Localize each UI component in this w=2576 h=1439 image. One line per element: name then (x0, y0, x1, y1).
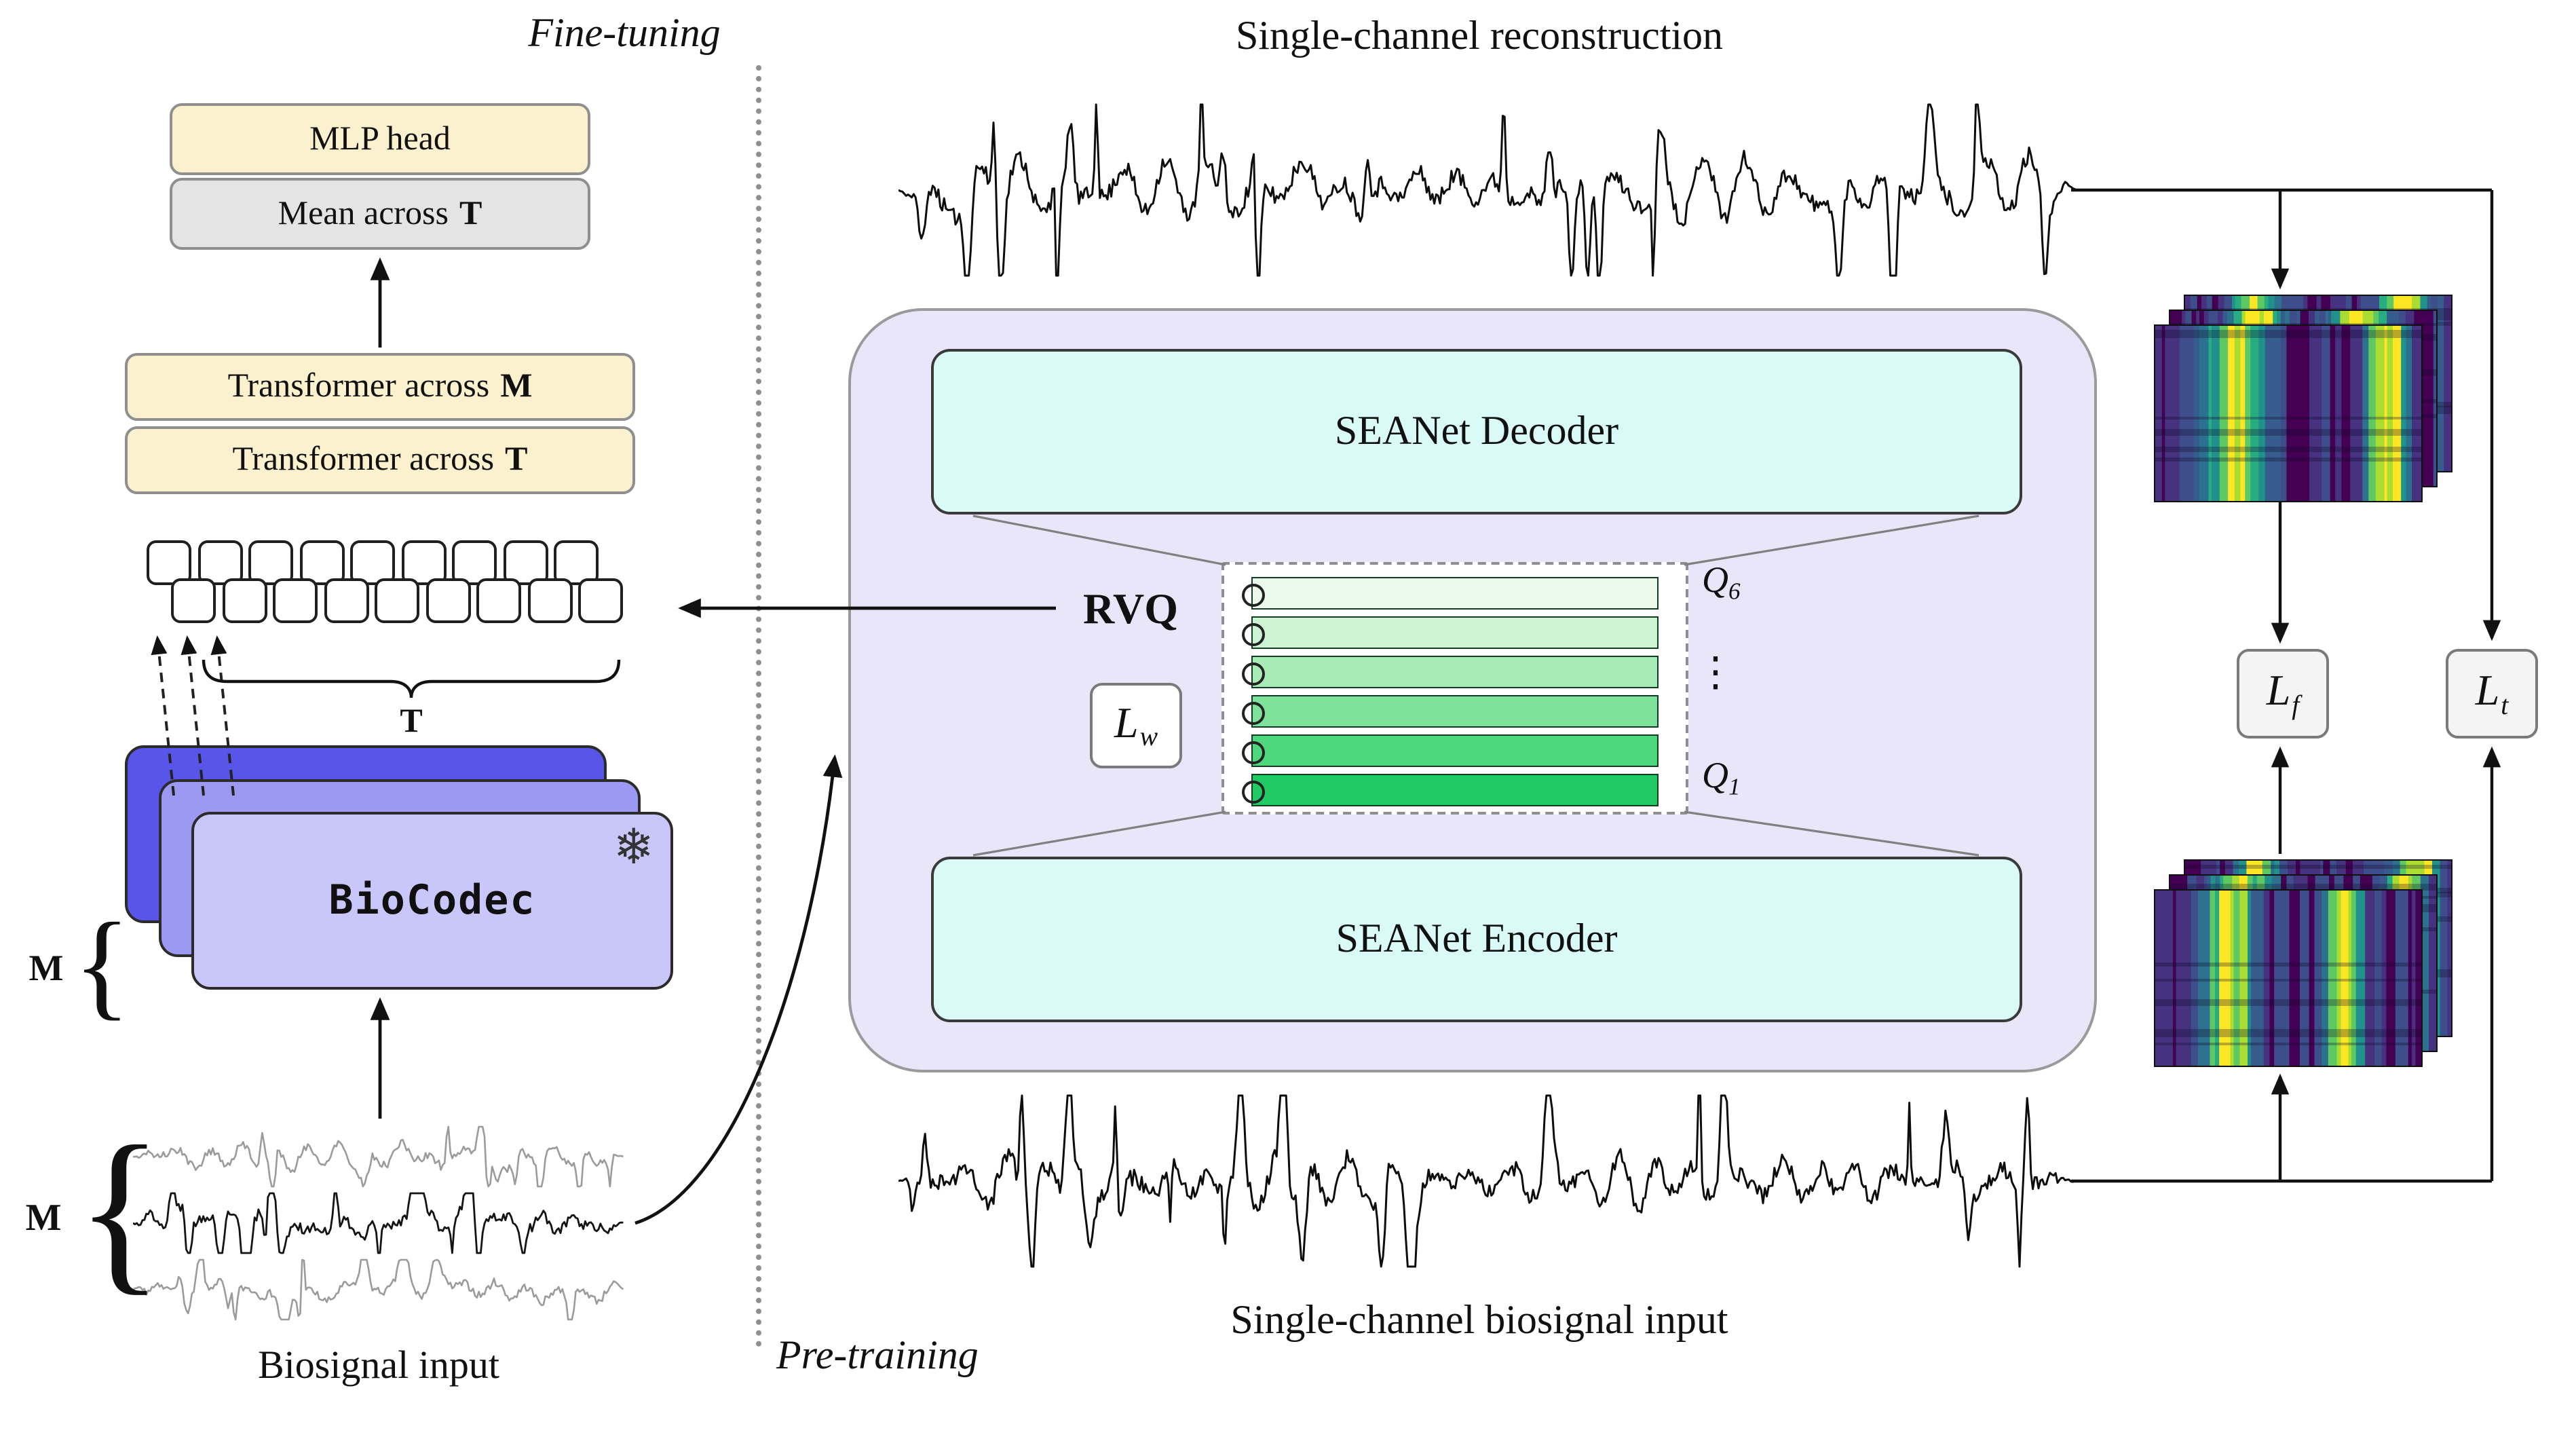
rvq-quantizer-level (1242, 774, 1659, 806)
token-grid (130, 540, 673, 669)
q1-base: Q (1702, 755, 1728, 796)
pretrain-section-label: Pre-training (776, 1333, 979, 1378)
token-square (425, 578, 470, 623)
token-square (578, 578, 623, 623)
transformer-m-bold: M (500, 368, 533, 405)
token-square (476, 578, 521, 623)
rvq-quantizer-level (1242, 734, 1659, 767)
seanet-encoder-box: SEANet Encoder (931, 857, 2022, 1022)
q1-sub: 1 (1728, 772, 1741, 800)
token-square (248, 540, 293, 585)
token-square (197, 540, 242, 585)
reconstruction-waveform (898, 103, 2077, 277)
token-square (273, 578, 318, 623)
codebook-loop-icon (1242, 702, 1265, 725)
mlp-head-box: MLP head (170, 103, 590, 175)
codebook-loop-icon (1242, 584, 1265, 607)
token-square (350, 540, 395, 585)
transformer-across-m-box: Transformer across M (125, 353, 635, 421)
rvq-q1-label: Q1 (1702, 755, 1741, 802)
section-divider (756, 65, 761, 1348)
spectrogram-layer (2154, 324, 2423, 502)
snowflake-icon: ❄ (613, 820, 654, 876)
token-square (324, 578, 368, 623)
token-square (299, 540, 344, 585)
token-square (147, 540, 191, 585)
token-square (222, 578, 267, 623)
rvq-dots: ⋮ (1695, 650, 1736, 695)
m-stack-brace: { (73, 900, 131, 1032)
transformer-m-label: Transformer across (227, 368, 490, 405)
codebook-loop-icon (1242, 623, 1265, 646)
m-wave-brace: { (76, 1109, 164, 1310)
token-square (171, 578, 216, 623)
codebook-loop-icon (1242, 781, 1265, 804)
input-waveform (898, 1094, 2077, 1268)
codebook-loop-icon (1242, 662, 1265, 686)
transformer-across-t-box: Transformer across T (125, 426, 635, 494)
rvq-quantizer-level (1242, 616, 1659, 649)
finetune-section-label: Fine-tuning (528, 11, 721, 56)
transformer-t-bold: T (505, 441, 528, 478)
input-title: Single-channel biosignal input (1230, 1298, 1728, 1343)
spectrogram-layer (2154, 889, 2423, 1067)
spectrogram-stack-top (2154, 295, 2455, 504)
mean-pool-box: Mean across T (170, 178, 590, 250)
transformer-t-label: Transformer across (232, 441, 495, 478)
mean-pool-bold: T (459, 195, 482, 231)
rvq-codebook-bars (1242, 577, 1659, 810)
token-square (401, 540, 446, 585)
biocodec-layer-front: BioCodec ❄ (191, 812, 673, 990)
rvq-quantizer-level (1242, 577, 1659, 610)
token-square (554, 540, 599, 585)
token-square (527, 578, 572, 623)
codebook-loop-icon (1242, 741, 1265, 764)
q6-sub: 6 (1728, 577, 1741, 605)
reconstruction-title: Single-channel reconstruction (1235, 14, 1724, 58)
seanet-decoder-label: SEANet Decoder (1334, 409, 1619, 453)
biocodec-label: BioCodec (328, 877, 536, 924)
multichannel-biosignal-waveform (133, 1125, 624, 1321)
seanet-decoder-box: SEANet Decoder (931, 349, 2022, 515)
q6-base: Q (1702, 559, 1728, 600)
token-square (452, 540, 497, 585)
rvq-quantizer-level (1242, 695, 1659, 728)
mean-pool-label: Mean across (278, 195, 449, 231)
spectrogram-stack-bottom (2154, 859, 2455, 1068)
m-wave-label: M (25, 1197, 62, 1239)
t-brace-label: T (400, 703, 423, 740)
rvq-quantizer-level (1242, 656, 1659, 688)
token-square (503, 540, 548, 585)
token-square (375, 578, 419, 623)
seanet-encoder-label: SEANet Encoder (1336, 916, 1618, 961)
mlp-head-label: MLP head (309, 120, 451, 157)
rvq-q6-label: Q6 (1702, 559, 1741, 606)
biosignal-input-label: Biosignal input (257, 1344, 500, 1387)
m-stack-label: M (29, 948, 64, 988)
rvq-label: RVQ (1083, 584, 1178, 633)
